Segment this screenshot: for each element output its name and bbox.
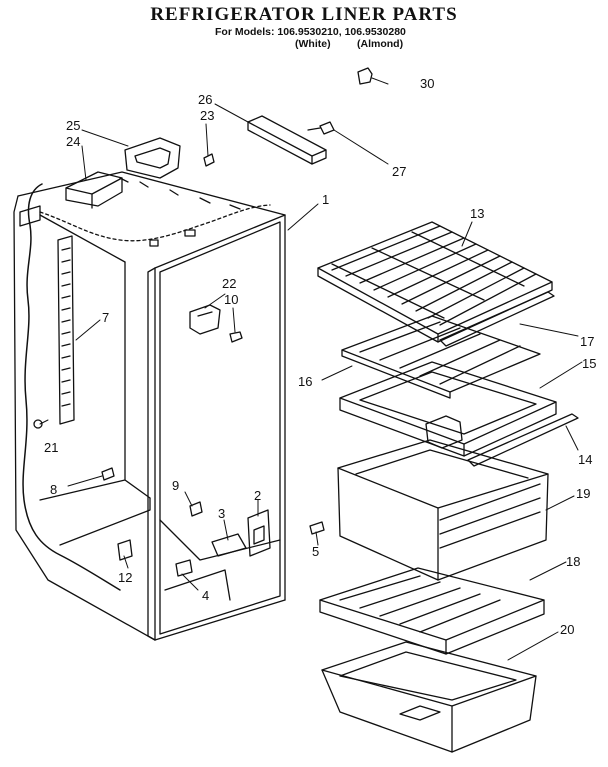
light-shield (124, 137, 181, 179)
callout-15: 15 (582, 356, 596, 371)
callout-5: 5 (312, 544, 319, 559)
thermostat-2 (247, 509, 271, 557)
callout-4: 4 (202, 588, 209, 603)
part-4 (175, 559, 193, 577)
part-12 (117, 539, 133, 561)
shelf-support-rail (57, 235, 75, 425)
callout-8: 8 (50, 482, 57, 497)
meat-keeper-cover-18 (319, 567, 545, 655)
callout-19: 19 (576, 486, 590, 501)
callout-labels: 26 23 25 24 30 27 1 22 10 7 21 8 9 2 3 5… (44, 76, 596, 637)
glass-shelf-16 (341, 315, 541, 399)
callout-26: 26 (198, 92, 212, 107)
part-5-screw (309, 521, 325, 535)
part-3 (211, 533, 247, 557)
callout-16: 16 (298, 374, 312, 389)
callout-30: 30 (420, 76, 434, 91)
light-housing (65, 171, 123, 209)
screw-23 (203, 153, 215, 167)
callout-12: 12 (118, 570, 132, 585)
callout-13: 13 (470, 206, 484, 221)
diagram-title: REFRIGERATOR LINER PARTS (150, 4, 458, 25)
callout-27: 27 (392, 164, 406, 179)
screw-27 (307, 121, 335, 135)
callout-23: 23 (200, 108, 214, 123)
callout-22: 22 (222, 276, 236, 291)
part-21 (33, 419, 43, 429)
models-line: For Models: 106.9530210, 106.9530280 (215, 26, 406, 38)
callout-3: 3 (218, 506, 225, 521)
callout-21: 21 (44, 440, 58, 455)
callout-10: 10 (224, 292, 238, 307)
part-8-clip (101, 467, 115, 481)
callout-14: 14 (578, 452, 592, 467)
part-9 (189, 501, 203, 517)
bracket-22 (189, 304, 221, 335)
screw-10 (229, 331, 243, 343)
top-trim-channel (247, 115, 327, 165)
callout-9: 9 (172, 478, 179, 493)
crisper-drawer-19 (337, 415, 549, 581)
crisper-rail-14 (467, 413, 579, 467)
shelf-trim-17 (439, 291, 555, 347)
callout-17: 17 (580, 334, 594, 349)
callout-25: 25 (66, 118, 80, 133)
variant-almond: (Almond) (357, 38, 404, 50)
callout-7: 7 (102, 310, 109, 325)
model-variants: (White) (Almond) (295, 38, 403, 50)
variant-white: (White) (295, 38, 331, 50)
meat-keeper-pan-20 (321, 641, 537, 753)
shelf-frame-15 (339, 361, 557, 457)
callout-24: 24 (66, 134, 80, 149)
callout-20: 20 (560, 622, 574, 637)
callout-1: 1 (322, 192, 329, 207)
part-30-clip (357, 67, 373, 85)
callout-2: 2 (254, 488, 261, 503)
leader-lines (39, 77, 583, 661)
callout-18: 18 (566, 554, 580, 569)
cabinet-liner (13, 171, 286, 641)
